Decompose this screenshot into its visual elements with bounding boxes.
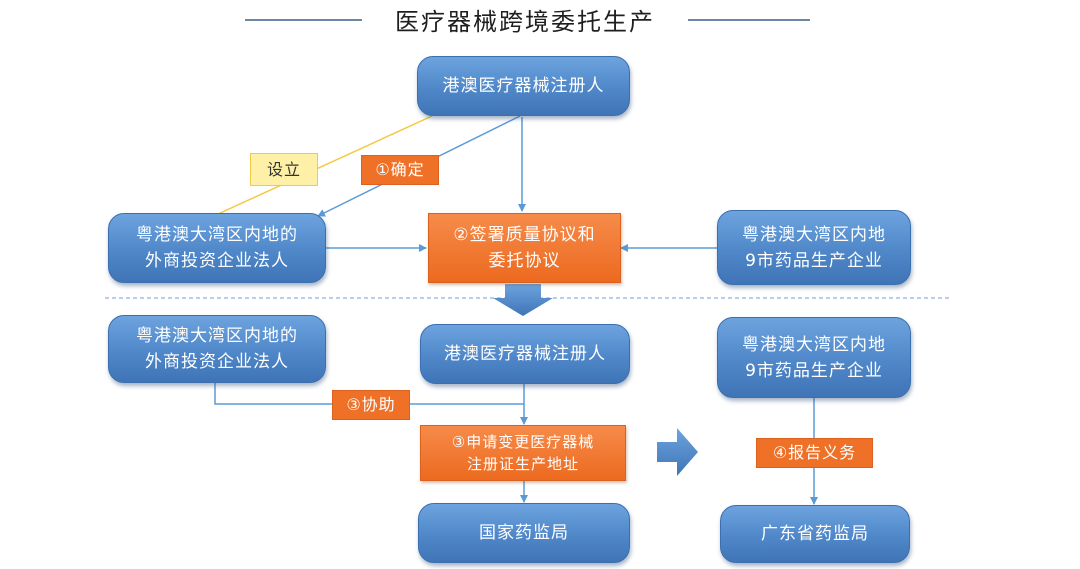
label-assist: ③协助: [332, 390, 410, 420]
node-gd-mpa: 广东省药监局: [720, 505, 910, 563]
node-registrant-bottom: 港澳医疗器械注册人: [420, 324, 630, 384]
node-registrant-top: 港澳医疗器械注册人: [417, 56, 630, 116]
node-apply-change: ③申请变更医疗器械 注册证生产地址: [420, 425, 626, 481]
node-sign-agreement: ②签署质量协议和 委托协议: [428, 213, 621, 283]
label-report: ④报告义务: [756, 438, 873, 468]
node-nmpa: 国家药监局: [418, 503, 630, 563]
big-down-arrow: [493, 284, 553, 316]
connector-establish: [217, 115, 433, 215]
diagram-title: 医疗器械跨境委托生产: [395, 8, 655, 36]
node-pharma-top: 粤港澳大湾区内地 9市药品生产企业: [717, 210, 911, 285]
label-confirm: ①确定: [361, 155, 439, 185]
node-foreign-entity-top: 粤港澳大湾区内地的 外商投资企业法人: [108, 213, 326, 283]
big-right-arrow: [657, 428, 698, 476]
label-establish: 设立: [250, 153, 318, 186]
node-foreign-entity-bottom: 粤港澳大湾区内地的 外商投资企业法人: [108, 315, 326, 383]
node-pharma-bottom: 粤港澳大湾区内地 9市药品生产企业: [717, 317, 911, 398]
